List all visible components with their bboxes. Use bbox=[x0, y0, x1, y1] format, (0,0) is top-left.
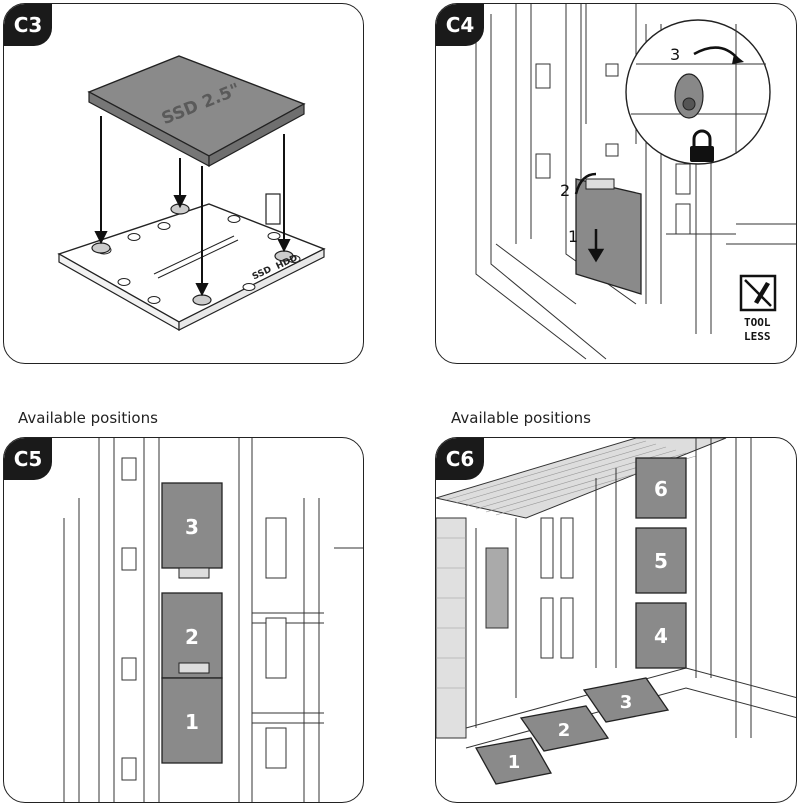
drive-slot: 5 bbox=[635, 527, 687, 594]
toolless-icon: TOOL LESS bbox=[739, 274, 777, 343]
drive-slot: 3 bbox=[582, 677, 670, 723]
caption-c6: Available positions bbox=[451, 409, 591, 427]
c6-positions-illustration: 6 5 4 1 2 3 bbox=[436, 438, 796, 785]
drive-slot: 6 bbox=[635, 457, 687, 519]
panel-badge: C5 bbox=[4, 438, 52, 480]
tool-less-mount-illustration: 1 2 3 TOOL LESS bbox=[475, 4, 796, 360]
arrow-icon bbox=[94, 116, 291, 297]
slot-number: 4 bbox=[654, 624, 668, 648]
step-3-label: 3 bbox=[670, 45, 680, 64]
slot-number: 6 bbox=[654, 477, 668, 501]
step-1-label: 1 bbox=[568, 227, 578, 246]
lock-icon bbox=[690, 129, 714, 162]
panel-badge: C6 bbox=[436, 438, 484, 480]
panel-badge: C4 bbox=[436, 4, 484, 46]
drive-slot: 4 bbox=[635, 602, 687, 669]
drive-slot: 2 bbox=[519, 705, 610, 752]
slot-number: 1 bbox=[185, 710, 199, 734]
slot-number: 1 bbox=[508, 752, 521, 773]
drive-slot: 1 bbox=[474, 737, 553, 785]
slot-number: 2 bbox=[185, 625, 199, 649]
panel-c6: C6 6 bbox=[435, 437, 797, 803]
step-2-label: 2 bbox=[560, 181, 570, 200]
toolless-line1: TOOL bbox=[744, 316, 771, 329]
slot-number: 5 bbox=[654, 549, 668, 573]
drive-slot: 3 bbox=[161, 482, 223, 569]
c5-positions-illustration: 3 2 1 bbox=[63, 438, 363, 802]
ssd-install-illustration: SSD 2.5" SSD HDD bbox=[57, 55, 326, 332]
panel-c3: C3 SSD 2.5" bbox=[3, 3, 364, 364]
caption-c5: Available positions bbox=[18, 409, 158, 427]
drive-slot: 1 bbox=[161, 677, 223, 764]
arrow-icon bbox=[574, 172, 597, 195]
panel-badge: C3 bbox=[4, 4, 52, 46]
panel-c5: C5 3 2 1 bbox=[3, 437, 364, 803]
slot-number: 3 bbox=[185, 515, 199, 539]
slot-number: 2 bbox=[558, 720, 571, 741]
arrow-icon bbox=[587, 229, 605, 263]
toolless-line2: LESS bbox=[744, 330, 771, 343]
slot-number: 3 bbox=[620, 692, 633, 713]
panel-c4: C4 1 2 bbox=[435, 3, 797, 364]
